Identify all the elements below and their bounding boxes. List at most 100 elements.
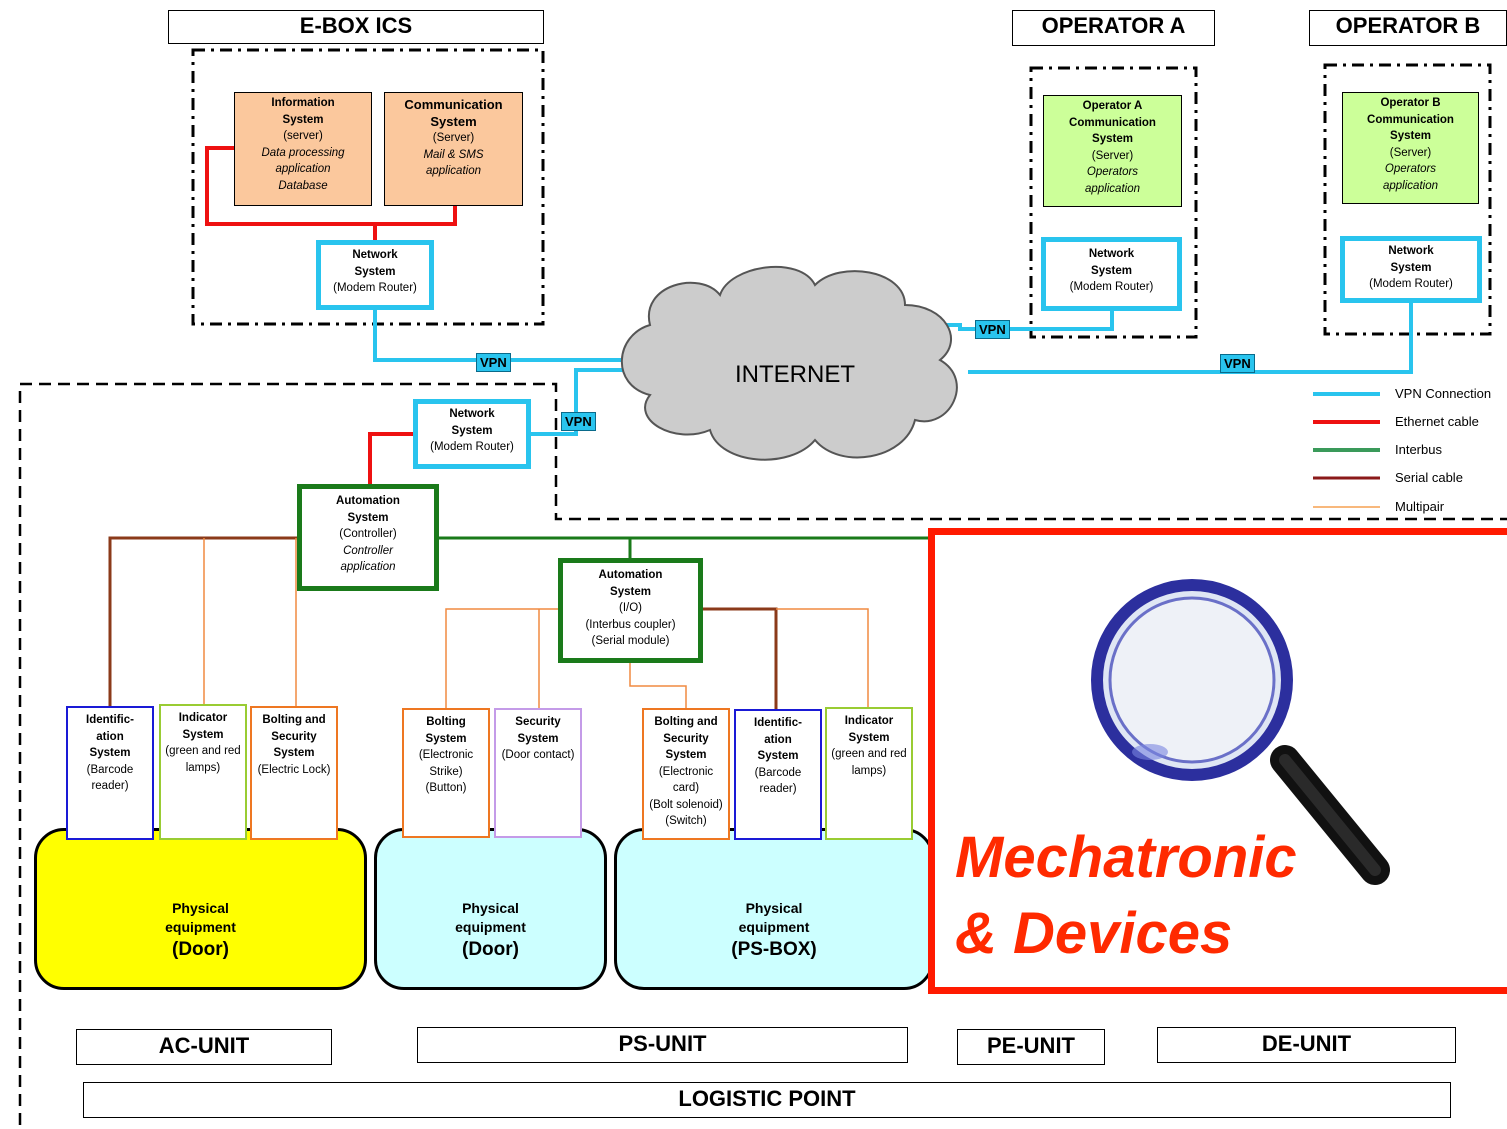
vpn-line-op-a: [930, 311, 1114, 331]
phys-3-l1: Physical: [745, 900, 803, 916]
op-b-comm-app2: application: [1383, 179, 1438, 192]
phys-2-l1: Physical: [462, 900, 519, 916]
automation-controller: Automation System (Controller) Controlle…: [297, 484, 439, 591]
dev5-l2: System: [517, 732, 559, 745]
phys-2-l2: equipment: [455, 919, 526, 935]
op-b-network-subtitle: System: [1390, 261, 1432, 274]
ebox-header: E-BOX ICS: [168, 10, 544, 44]
op-b-comm-title2: Communication: [1367, 113, 1454, 126]
io-serial: (Serial module): [591, 635, 670, 647]
op-b-comm-app: Operators: [1384, 163, 1437, 175]
dev6-l2: Security: [663, 732, 709, 745]
op-a-comm-title3: System: [1092, 133, 1133, 145]
bolting-system-ps: Bolting System (Electronic Strike) (Butt…: [402, 708, 490, 838]
internet-cloud: [620, 265, 958, 461]
dev5-l3: (Door contact): [501, 749, 575, 761]
magnifier-icon: [1091, 579, 1390, 885]
phys-1-l3: (Door): [172, 939, 229, 960]
op-a-comm-app2: application: [1085, 182, 1140, 195]
ebox-network-system: Network System (Modem Router): [316, 240, 434, 310]
dev1-l2: ation: [96, 730, 124, 743]
dev7-l1: Identific-: [754, 717, 802, 729]
operator-a-communication-system: Operator A Communication System (Server)…: [1043, 95, 1182, 207]
de-unit-label: DE-UNIT: [1157, 1027, 1456, 1063]
dev7-l5: reader): [759, 783, 797, 795]
phys-1-l1: Physical: [172, 900, 229, 916]
ethernet-line-info: [205, 146, 377, 240]
dev1-l3: System: [89, 747, 131, 759]
vpn-label-ebox: VPN: [476, 353, 511, 372]
dev6-l6: (Bolt solenoid): [649, 798, 723, 811]
dev2-l3: (green and red: [165, 745, 241, 757]
controller-subtitle: System: [347, 511, 389, 524]
communication-system-type: (Server): [432, 132, 475, 144]
phys-3-l2: equipment: [738, 919, 810, 935]
ethernet-line-controller: [368, 432, 413, 486]
indicator-system-ac: Indicator System (green and red lamps): [159, 704, 247, 840]
ethernet-line-comm: [375, 206, 457, 226]
serial-line-ac: [108, 536, 299, 708]
identification-system-ac: Identific- ation System (Barcode reader): [66, 706, 154, 840]
dev6-l1: Bolting and: [654, 716, 718, 728]
bolting-security-system-ps: Bolting and Security System (Electronic …: [642, 708, 730, 840]
op-b-comm-title3: System: [1390, 130, 1431, 142]
io-coupler: (Interbus coupler): [585, 618, 676, 631]
internet-label: INTERNET: [735, 361, 855, 388]
communication-system: Communication System (Server) Mail & SMS…: [384, 92, 523, 206]
dev8-l2: System: [848, 731, 890, 744]
op-b-network-type: (Modem Router): [1369, 278, 1453, 290]
dev4-l3: (Electronic: [418, 749, 474, 761]
information-system: Information System (server) Data process…: [234, 92, 372, 206]
communication-system-title: Communication: [404, 97, 503, 112]
op-a-network-subtitle: System: [1091, 264, 1132, 277]
dev7-l4: (Barcode: [754, 766, 802, 779]
dev3-l4: (Electric Lock): [257, 763, 331, 776]
dev3-l3: System: [273, 747, 315, 759]
information-system-title: Information: [271, 97, 335, 109]
vpn-label-site: VPN: [561, 412, 596, 431]
site-network-subtitle: System: [451, 424, 493, 437]
site-network-title: Network: [449, 408, 495, 420]
information-system-app2: application: [275, 163, 331, 175]
phys-3-l3: (PS-BOX): [731, 939, 817, 960]
op-a-comm-title2: Communication: [1069, 116, 1156, 129]
io-subtitle: System: [610, 585, 651, 598]
op-b-comm-type: (Server): [1389, 146, 1432, 159]
dev3-l2: Security: [271, 730, 317, 743]
pe-unit-label: PE-UNIT: [957, 1029, 1105, 1065]
mechatronic-title-line1: Mechatronic: [955, 825, 1297, 890]
ebox-region-border: [191, 48, 545, 326]
operator-b-communication-system: Operator B Communication System (Server)…: [1342, 92, 1479, 204]
op-a-network-type: (Modem Router): [1069, 281, 1154, 293]
io-title: Automation: [598, 569, 663, 581]
dev6-l3: System: [665, 749, 707, 761]
io-type: (I/O): [619, 602, 642, 614]
communication-system-subtitle: System: [430, 113, 477, 129]
controller-app2: application: [340, 561, 396, 573]
physical-equipment-psbox: Physical equipment (PS-BOX): [614, 828, 934, 990]
operator-b-network-system: Network System (Modem Router): [1340, 236, 1482, 303]
operator-a-region-border: [1029, 66, 1198, 339]
information-system-subtitle: System: [282, 113, 324, 126]
physical-equipment-door-ac: Physical equipment (Door): [34, 828, 367, 990]
mechatronic-highlight-box: [928, 528, 1507, 994]
information-system-app: Data processing: [261, 146, 345, 159]
dev3-l1: Bolting and: [262, 714, 326, 726]
communication-system-app2: application: [426, 165, 481, 177]
identification-system-ps: Identific- ation System (Barcode reader): [734, 709, 822, 840]
logistic-point-border: [18, 382, 1507, 1125]
vpn-line-op-b: [968, 303, 1413, 374]
information-system-type: (server): [283, 130, 323, 142]
vpn-line-ebox: [373, 310, 625, 362]
controller-title: Automation: [336, 495, 400, 507]
dev7-l3: System: [757, 750, 799, 762]
multipair-line-ps1: [445, 608, 558, 709]
dev1-l1: Identific-: [86, 714, 134, 726]
legend-multipair-label: Multipair: [1395, 499, 1445, 514]
dev1-l5: reader): [91, 780, 129, 792]
communication-system-app: Mail & SMS: [423, 148, 484, 161]
legend-interbus-label: Interbus: [1395, 442, 1442, 457]
indicator-system-ps: Indicator System (green and red lamps): [825, 707, 913, 840]
dev2-l4: lamps): [185, 761, 221, 774]
